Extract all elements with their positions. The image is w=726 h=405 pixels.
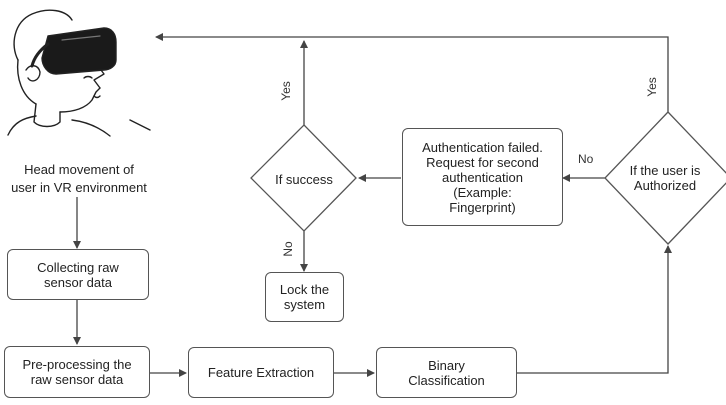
caption-line-1: Head movement of: [24, 162, 134, 177]
decision-line: Authorized: [633, 178, 697, 193]
diamond-authorized-shape: [604, 111, 726, 245]
label-no-success: No: [281, 241, 295, 257]
box-line: Authentication failed.: [422, 139, 543, 155]
box-line: (Example:: [453, 184, 512, 200]
lock-system-box: Lock the system: [265, 272, 344, 322]
box-line: system: [283, 297, 326, 312]
box-line: Pre-processing the: [22, 357, 132, 372]
box-line: Collecting raw: [37, 259, 119, 275]
preprocessing-box: Pre-processing the raw sensor data: [4, 346, 150, 398]
edge-binary-to-authorized: [517, 245, 672, 374]
binary-classification-box: Binary Classification: [376, 347, 517, 398]
decision-line: If success: [275, 171, 333, 187]
decision-line: If the user is: [629, 163, 701, 178]
connectors: [73, 33, 672, 377]
vr-headset-user-icon: [7, 9, 151, 137]
decision-authorized-label: If the user is Authorized: [612, 158, 718, 198]
label-yes-success: Yes: [279, 81, 293, 101]
box-line: Feature Extraction: [207, 365, 315, 380]
caption-line-2: user in VR environment: [11, 180, 147, 195]
box-line: raw sensor data: [30, 372, 124, 387]
diamond-success-shape: [250, 124, 357, 232]
box-line: authentication: [442, 169, 523, 185]
collecting-raw-sensor-data-box: Collecting raw sensor data: [7, 249, 149, 300]
box-line: Lock the: [279, 282, 330, 297]
box-line: Binary: [428, 357, 465, 373]
box-line: Fingerprint): [449, 199, 516, 215]
authentication-failed-box: Authentication failed. Request for secon…: [402, 128, 563, 226]
head-movement-caption: Head movement of user in VR environment: [0, 161, 164, 197]
label-yes-authorized: Yes: [645, 77, 659, 97]
feature-extraction-box: Feature Extraction: [188, 347, 334, 398]
box-line: sensor data: [44, 274, 112, 290]
box-line: Request for second: [426, 154, 539, 170]
decision-success-label: If success: [262, 170, 346, 188]
edge-authorized-yes: [155, 33, 669, 112]
label-no-authorized: No: [578, 152, 594, 166]
box-line: Classification: [408, 372, 485, 388]
